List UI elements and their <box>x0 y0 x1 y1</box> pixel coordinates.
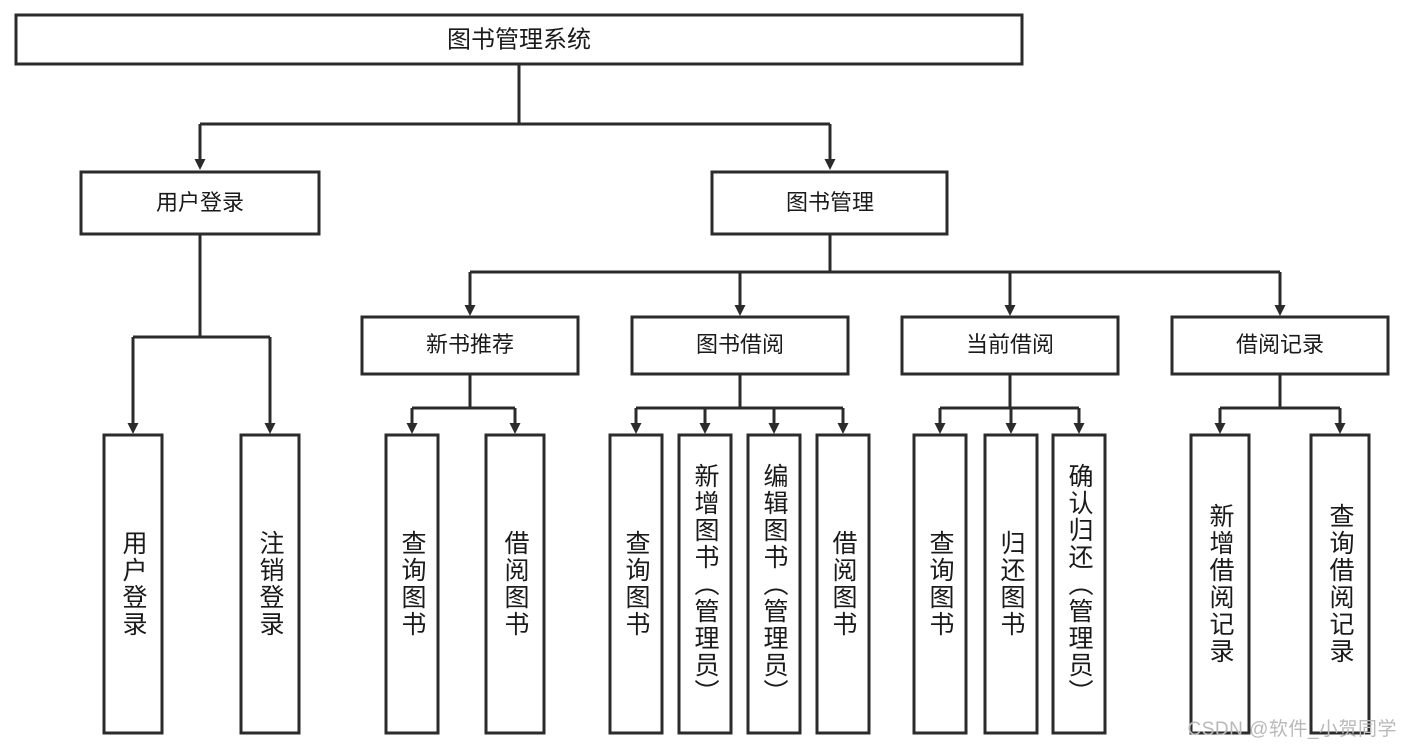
leaf-box[interactable] <box>912 433 968 735</box>
node-borrow-record[interactable]: 借阅记录 <box>1170 315 1390 376</box>
node-book-management[interactable]: 图书管理 <box>710 170 949 236</box>
connector-book-borrow-to-leaves <box>630 374 849 434</box>
csdn-watermark: CSDN @软件_小贺同学 <box>1187 719 1397 740</box>
leaf-box[interactable] <box>484 433 546 735</box>
node-root[interactable]: 图书管理系统 <box>14 13 1024 66</box>
node-book-borrow-label: 图书借阅 <box>696 332 784 357</box>
leaf-box[interactable] <box>983 433 1039 735</box>
connector-borrow-record-to-leaves <box>1214 374 1346 434</box>
leaf-box[interactable] <box>102 433 164 735</box>
connector-current-borrow-to-leaves <box>934 374 1085 434</box>
node-user-login-box <box>79 170 321 236</box>
connector-root-to-level2 <box>194 64 836 170</box>
leaf-boxes <box>102 433 1371 735</box>
node-user-login-label: 用户登录 <box>156 190 244 215</box>
node-current-borrow[interactable]: 当前借阅 <box>900 315 1120 376</box>
connector-book-management-to-level3 <box>464 234 1286 316</box>
leaf-box[interactable] <box>1189 433 1251 735</box>
leaf-box[interactable] <box>384 433 440 735</box>
node-book-borrow[interactable]: 图书借阅 <box>630 315 850 376</box>
connector-user-login-to-leaves <box>127 234 276 434</box>
node-current-borrow-label: 当前借阅 <box>966 332 1054 357</box>
node-borrow-record-label: 借阅记录 <box>1236 332 1324 357</box>
node-root-box <box>14 13 1024 66</box>
node-new-book-recommend-box <box>360 315 580 376</box>
leaf-box[interactable] <box>608 433 664 735</box>
node-current-borrow-box <box>900 315 1120 376</box>
leaf-box[interactable] <box>1051 433 1107 735</box>
leaf-box[interactable] <box>746 433 802 735</box>
leaf-box[interactable] <box>677 433 733 735</box>
leaf-box[interactable] <box>1309 433 1371 735</box>
leaf-box[interactable] <box>239 433 301 735</box>
connector-new-book-recommend-to-leaves <box>406 374 521 434</box>
node-new-book-recommend[interactable]: 新书推荐 <box>360 315 580 376</box>
leaf-box[interactable] <box>815 433 871 735</box>
node-new-book-recommend-label: 新书推荐 <box>426 332 514 357</box>
node-root-label: 图书管理系统 <box>447 26 591 53</box>
node-user-login[interactable]: 用户登录 <box>79 170 321 236</box>
node-book-management-label: 图书管理 <box>786 190 874 215</box>
